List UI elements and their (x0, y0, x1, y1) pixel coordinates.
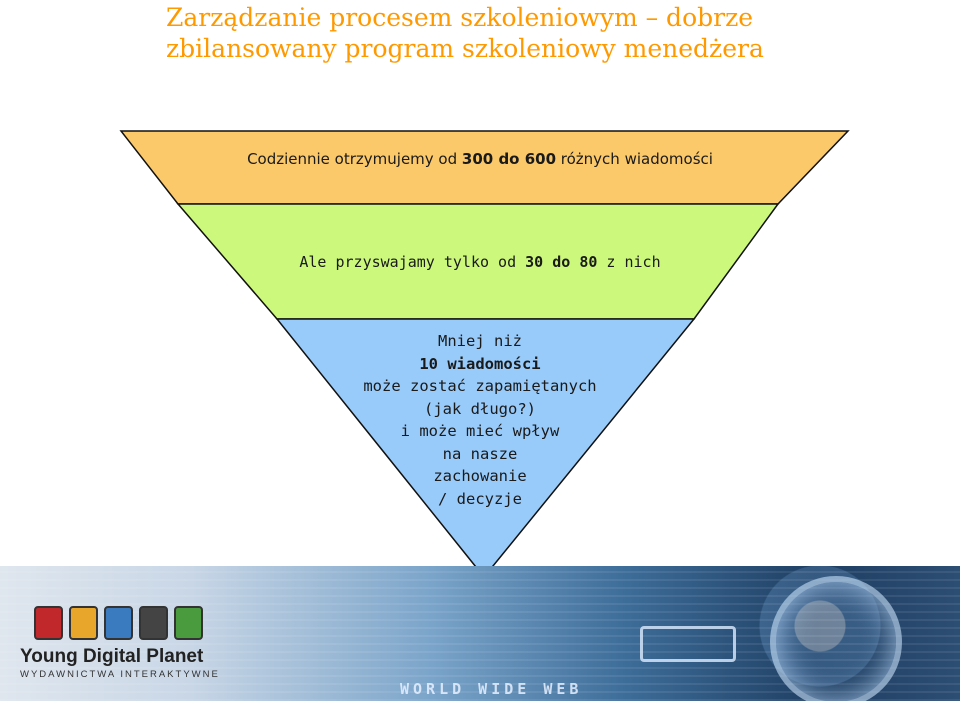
tier-3-text: Mniej niż 10 wiadomości może zostać zapa… (330, 330, 630, 510)
tier-3-line-1-number: 10 wiadomości (419, 354, 541, 373)
logo-mascots (20, 606, 205, 640)
tier-3-line-6: zachowanie (433, 467, 527, 485)
tier-3-line-4: i może mieć wpływ (400, 422, 560, 440)
footer-banner: WORLD WIDE WEB Young Digital Planet WYDA… (0, 566, 960, 701)
pyramid-tier-remembered-messages (275, 318, 696, 579)
tier-3-line-1: Mniej niż 10 wiadomości (330, 330, 630, 375)
mascot-icon (174, 606, 203, 640)
tier-2-text-pre: Ale przyswajamy tylko od (299, 253, 526, 271)
tier-2-text: Ale przyswajamy tylko od 30 do 80 z nich (230, 253, 730, 271)
slide-title-line-2: zbilansowany program szkoleniowy menedże… (166, 34, 764, 63)
tier-3-line-1-pre: Mniej niż (438, 332, 522, 350)
tier-1-text-pre: Codziennie otrzymujemy od (247, 150, 462, 168)
tier-2-text-number: 30 do 80 (525, 253, 598, 271)
slide-title: Zarządzanie procesem szkoleniowym – dobr… (166, 2, 926, 64)
mascot-icon (69, 606, 98, 640)
logo-name: Young Digital Planet (20, 646, 204, 667)
tier-3-line-5: na nasze (442, 444, 518, 463)
mascot-icon (34, 606, 63, 640)
mascot-icon (139, 606, 168, 640)
tier-3-line-7: / decyzje (438, 489, 522, 508)
tier-3-line-2: może zostać zapamiętanych (363, 377, 597, 395)
logo-subtitle: WYDAWNICTWA INTERAKTYWNE (20, 669, 220, 680)
company-logo: Young Digital Planet WYDAWNICTWA INTERAK… (20, 606, 220, 696)
slide-title-line-1: Zarządzanie procesem szkoleniowym – dobr… (166, 3, 754, 32)
tier-1-text: Codziennie otrzymujemy od 300 do 600 róż… (180, 150, 780, 168)
tier-1-text-number: 300 do 600 (461, 150, 557, 168)
tier-2-text-post: z nich (597, 253, 661, 271)
eye-graphic (770, 576, 902, 701)
banner-text: WORLD WIDE WEB (400, 680, 583, 698)
tier-3-line-3: (jak długo?) (424, 399, 536, 418)
mascot-icon (104, 606, 133, 640)
tier-1-text-post: różnych wiadomości (556, 150, 713, 168)
arrow-graphic (640, 626, 736, 662)
